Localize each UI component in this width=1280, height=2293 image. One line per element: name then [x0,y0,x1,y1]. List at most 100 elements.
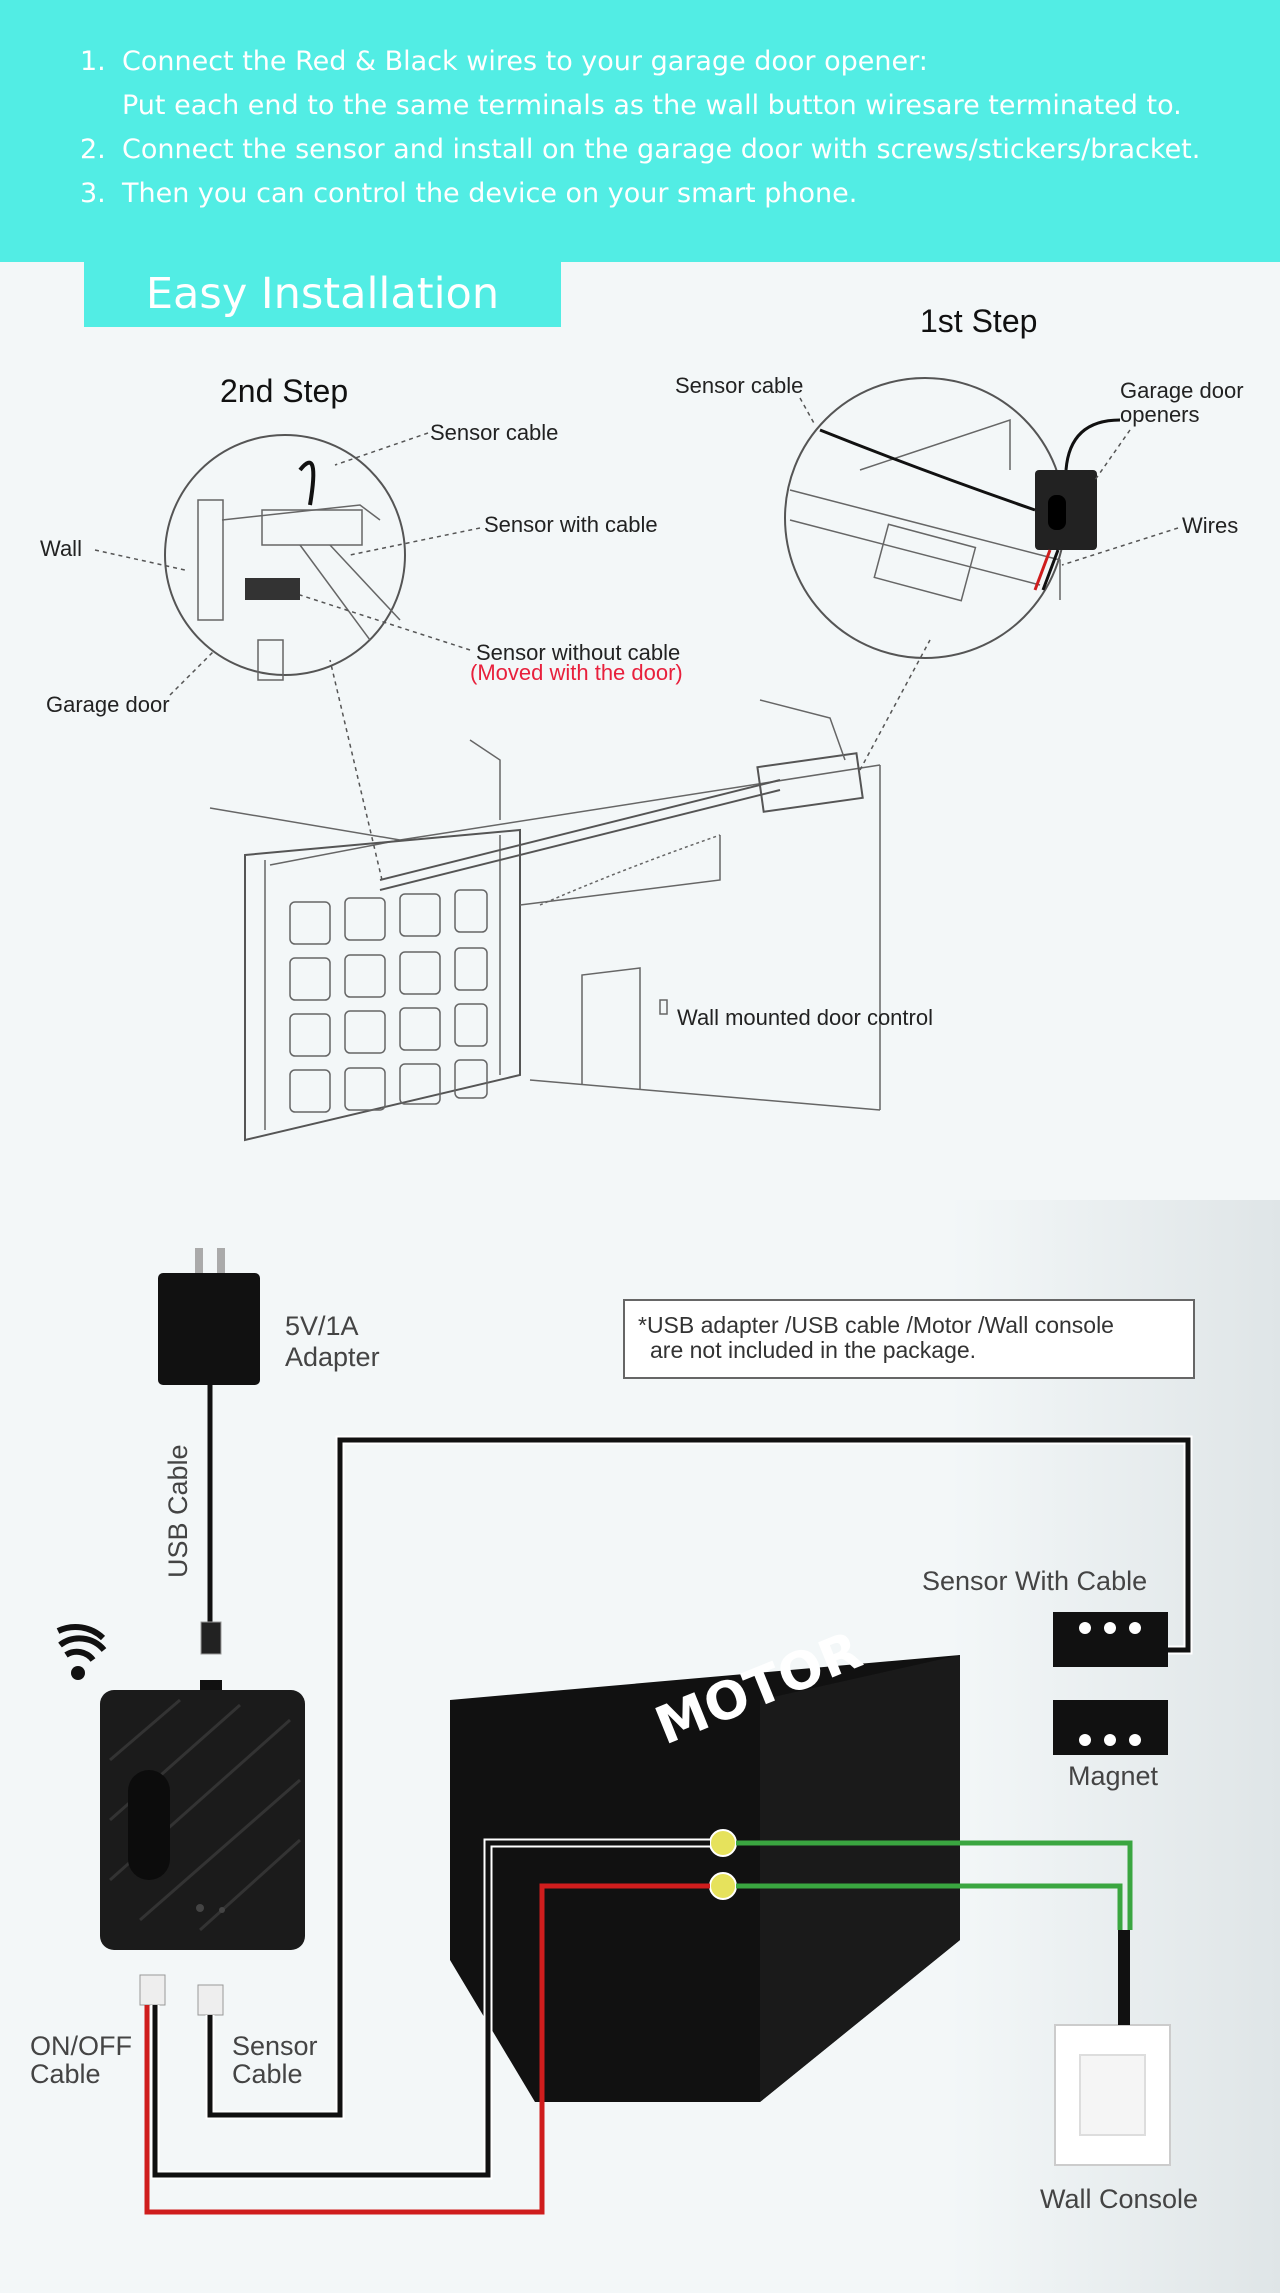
device-button [1048,495,1066,530]
sensor-with-cable-label: Sensor with cable [484,512,658,537]
wires-label: Wires [1182,513,1238,538]
wall-control-icon [659,999,668,1015]
usb-port [200,1680,222,1692]
opener-rail [379,779,781,881]
leader-openers [1094,429,1131,481]
smart-controller-device [100,1690,305,1950]
opener-rail-lower [379,789,781,891]
on-off-connector [139,1974,166,2006]
wall-console-cable [1118,1930,1130,2025]
rail-top [789,489,1061,600]
usb-adapter [158,1273,260,1385]
step2-detail: 2nd Step Sensor cable Sensor with cable … [40,373,683,717]
device-stripes [109,1698,302,1932]
magnet-label: Magnet [1068,1761,1159,1791]
magnet [1053,1700,1168,1755]
green-wire-1 [736,1840,1133,1930]
terminal-1 [709,1829,737,1857]
door-arm [469,739,501,820]
leader-garage-door [169,649,216,696]
bracket-top [859,418,1011,471]
sensor-mount [261,509,363,546]
device-cable [1064,418,1121,471]
instruction-2: 2.Connect the sensor and install on the … [80,134,1201,165]
adapter-label-2: Adapter [285,1342,380,1372]
sensor-cable-label-2: Cable [232,2059,303,2089]
adapter-label-1: 5V/1A [285,1311,359,1341]
top-banner: 1.Connect the Red & Black wires to your … [0,0,1280,262]
red-wire [144,1883,710,2215]
instruction-list: 1.Connect the Red & Black wires to your … [80,40,1200,216]
door-arm-detail [299,544,371,641]
moved-with-door-label: (Moved with the door) [470,660,683,685]
adapter-prong-right [217,1248,225,1273]
section-title: Easy Installation [84,262,561,327]
step1-sensor-cable-label: Sensor cable [675,373,803,398]
sensor-with-cable [1053,1612,1168,1667]
pointer-step2 [329,659,383,881]
usb-plug [200,1621,222,1655]
pointer-step1 [859,639,931,771]
garage-door-openers-label-1: Garage door [1120,378,1244,403]
garage-door-label: Garage door [46,692,170,717]
note-line-1: *USB adapter /USB cable /Motor /Wall con… [638,1312,1114,1338]
step1-detail: 1st Step Sensor cable Garage door opener… [675,303,1244,659]
device-led [196,1904,204,1912]
instruction-1-line2: Put each end to the same terminals as th… [122,90,1182,121]
spring [539,834,721,906]
step2-sensor-cable-label: Sensor cable [430,420,558,445]
adapter-prong-left [195,1248,203,1273]
black-wire [152,1840,710,2178]
doorway [581,967,641,1090]
step2-circle [164,434,406,676]
leader-sensor-with-cable [349,527,481,556]
wifi-icon [56,1624,107,1680]
opener-mount [759,699,846,761]
step2-title: 2nd Step [220,373,348,409]
ceiling-beam [399,764,881,841]
garage-door [244,828,521,1142]
hinge [257,639,284,681]
sensor-connector [197,1984,224,2016]
floor-line [529,1079,881,1111]
step1-sensor-cable [819,428,1036,512]
wall-control-label: Wall mounted door control [677,1005,933,1030]
wall-label: Wall [40,536,82,561]
wall-console-label: Wall Console [1040,2184,1198,2214]
sensor-without-cable-label: Sensor without cable [476,640,680,665]
rail-bottom [789,519,1041,586]
motor-side [760,1655,960,2102]
door-arm-detail-2 [329,544,401,621]
red-wire-detail [1033,549,1052,591]
terminal-2 [709,1872,737,1900]
opener-unit [756,752,864,813]
leader-sensor-without-cable [299,594,471,651]
leader-step1-sensor [799,397,816,426]
bracket [221,504,381,521]
leader-wall [94,549,186,571]
sensor-block [245,578,300,600]
sensor-wire [298,460,316,506]
note-box [623,1299,1195,1379]
black-wire-detail [1041,549,1060,591]
track [519,835,721,906]
instruction-1: 1.Connect the Red & Black wires to your … [80,46,928,77]
step1-title: 1st Step [920,303,1037,339]
device-led-2 [219,1907,225,1913]
sensor-cable-label-1: Sensor [232,2031,318,2061]
instruction-3: 3.Then you can control the device on you… [80,178,858,209]
leader-sensor-cable [334,432,429,466]
door-panels [289,889,488,1113]
ceiling-line [209,807,401,866]
wall-post [197,499,224,621]
on-off-cable-label-2: Cable [30,2059,101,2089]
step1-circle [784,377,1066,659]
on-off-cable-label-1: ON/OFF [30,2031,132,2061]
note-line-2: are not included in the package. [650,1337,976,1363]
garage-door-openers-label-2: openers [1120,402,1200,427]
green-wire-2 [736,1883,1123,1930]
wall-console-switch [1079,2054,1146,2136]
device-button [128,1770,170,1880]
opener-head [873,523,977,602]
